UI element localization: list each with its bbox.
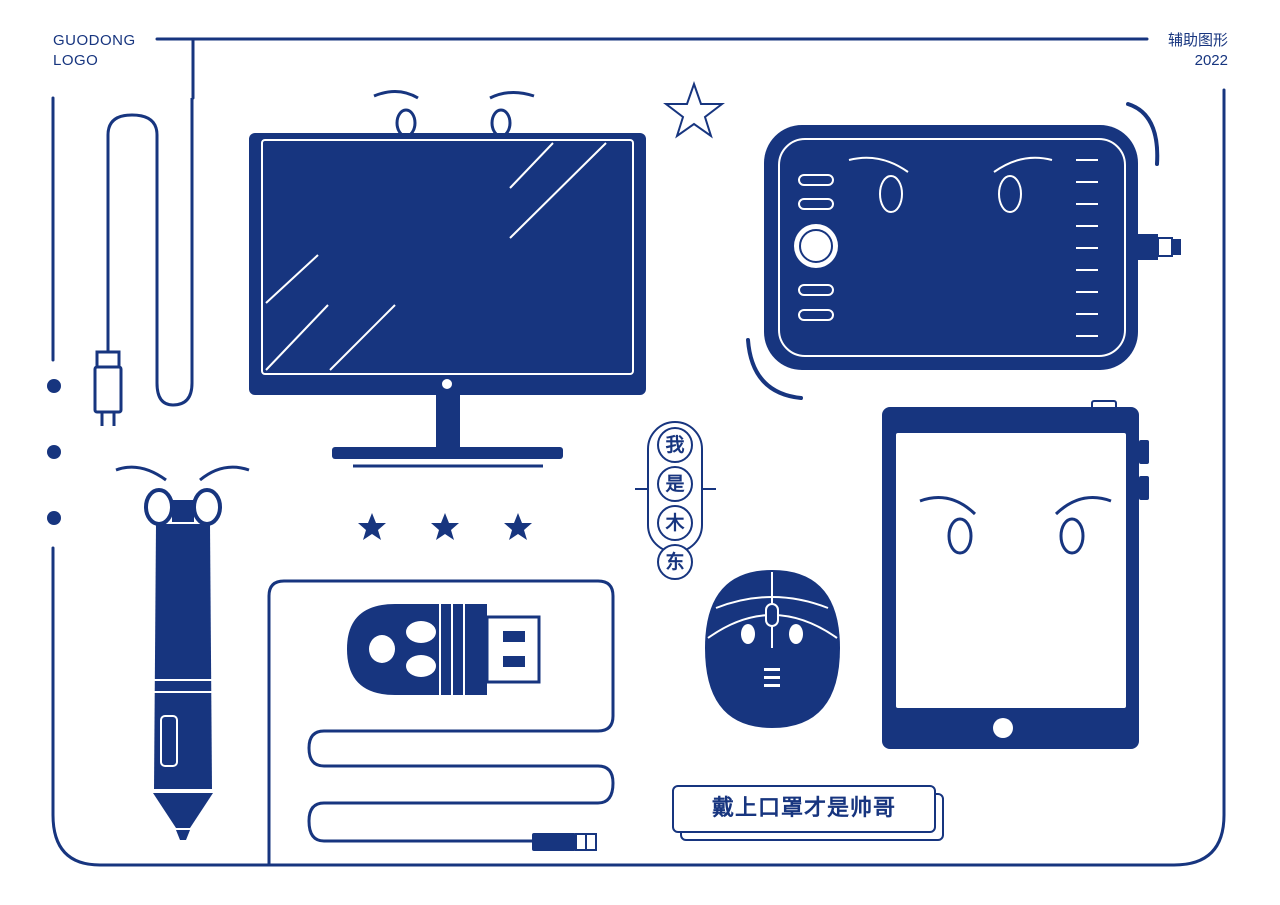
tag-line-1: 辅助图形 (1167, 32, 1228, 49)
frame (51, 37, 1226, 867)
stamp-char: 木 (657, 505, 693, 541)
stamp-char: 东 (657, 544, 693, 580)
tablet-device-icon (882, 400, 1149, 749)
star-icon (504, 513, 532, 540)
tag-line-2: 2022 (1194, 52, 1228, 69)
tag-label: 辅助图形 2022 (1168, 31, 1228, 71)
star-icon (431, 513, 459, 540)
usb-drive-icon (267, 579, 615, 865)
name-stamp: 我 是 木 东 (651, 427, 699, 583)
usb-cable-icon (93, 98, 194, 426)
stars-row (358, 513, 532, 540)
stamp-char: 是 (657, 466, 693, 502)
graphics-tablet-icon (746, 102, 1181, 400)
star-icon (358, 513, 386, 540)
brand-line-2: LOGO (53, 52, 99, 69)
stamp-char: 我 (657, 427, 693, 463)
stylus-pen-icon (115, 465, 250, 840)
star-icon (663, 80, 725, 139)
brand-line-1: GUODONG (53, 32, 136, 49)
mouse-icon (705, 570, 840, 728)
slogan-label: 戴上口罩才是帅哥 (672, 785, 936, 833)
left-dots (47, 379, 61, 525)
monitor-icon (249, 90, 646, 468)
brand-logo-text: GUODONG LOGO (53, 31, 136, 71)
